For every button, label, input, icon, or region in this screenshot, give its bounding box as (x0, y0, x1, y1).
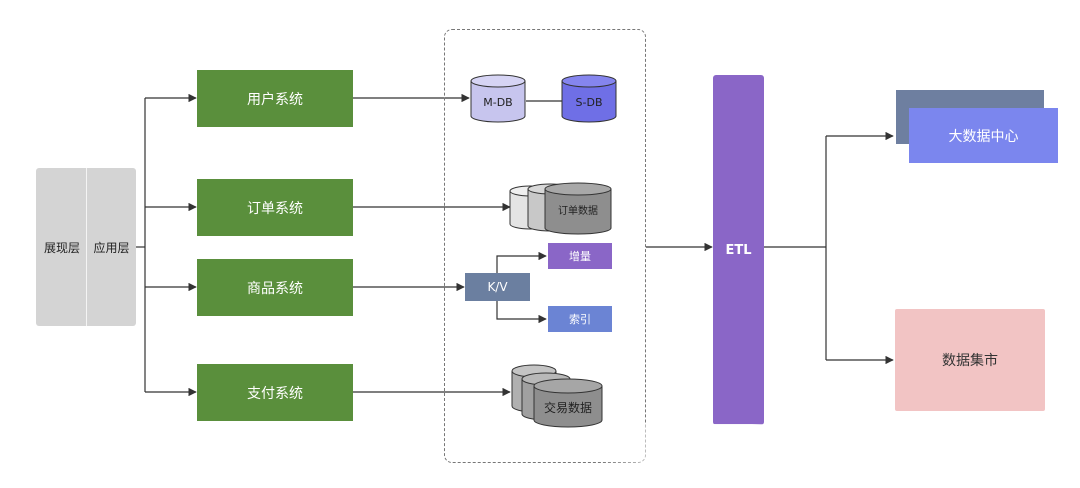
order-data-label: 订单数据 (558, 204, 598, 217)
etl-label: ETL (725, 242, 752, 258)
user-system-label: 用户系统 (247, 91, 303, 108)
goods-system-label: 商品系统 (247, 280, 303, 297)
kv-store: K/V (465, 273, 530, 301)
data-mart: 数据集市 (895, 309, 1045, 411)
master-db-cylinder: M-DB (470, 74, 526, 123)
application-layer: 应用层 (86, 168, 136, 326)
trade-data-label: 交易数据 (544, 400, 592, 415)
order-system: 订单系统 (197, 179, 353, 236)
master-db-label: M-DB (483, 96, 512, 109)
presentation-layer-label: 展现层 (43, 240, 80, 255)
big-data-center: 大数据中心 (909, 108, 1058, 163)
arrow-to-index (496, 301, 547, 324)
order-data-cylinders: 订单数据 (509, 182, 612, 235)
watermark-fade (600, 424, 790, 488)
index-box: 索引 (548, 306, 612, 332)
index-label: 索引 (569, 313, 591, 326)
goods-system: 商品系统 (197, 259, 353, 316)
order-system-label: 订单系统 (247, 200, 303, 217)
presentation-layer: 展现层 (36, 168, 88, 326)
slave-db-label: S-DB (576, 96, 603, 109)
increment-box: 增量 (548, 243, 612, 269)
data-mart-label: 数据集市 (942, 353, 998, 369)
etl-block: ETL (713, 75, 764, 425)
kv-store-label: K/V (487, 280, 508, 294)
payment-system-label: 支付系统 (247, 385, 303, 402)
slave-db-cylinder: S-DB (561, 74, 617, 123)
application-layer-label: 应用层 (93, 240, 130, 255)
user-system: 用户系统 (197, 70, 353, 127)
big-data-center-label: 大数据中心 (948, 128, 1019, 145)
arrow-to-increment (496, 251, 547, 273)
storage-group-border (444, 29, 646, 463)
payment-system: 支付系统 (197, 364, 353, 421)
trade-data-cylinders: 交易数据 (511, 364, 603, 428)
increment-label: 增量 (569, 250, 591, 263)
